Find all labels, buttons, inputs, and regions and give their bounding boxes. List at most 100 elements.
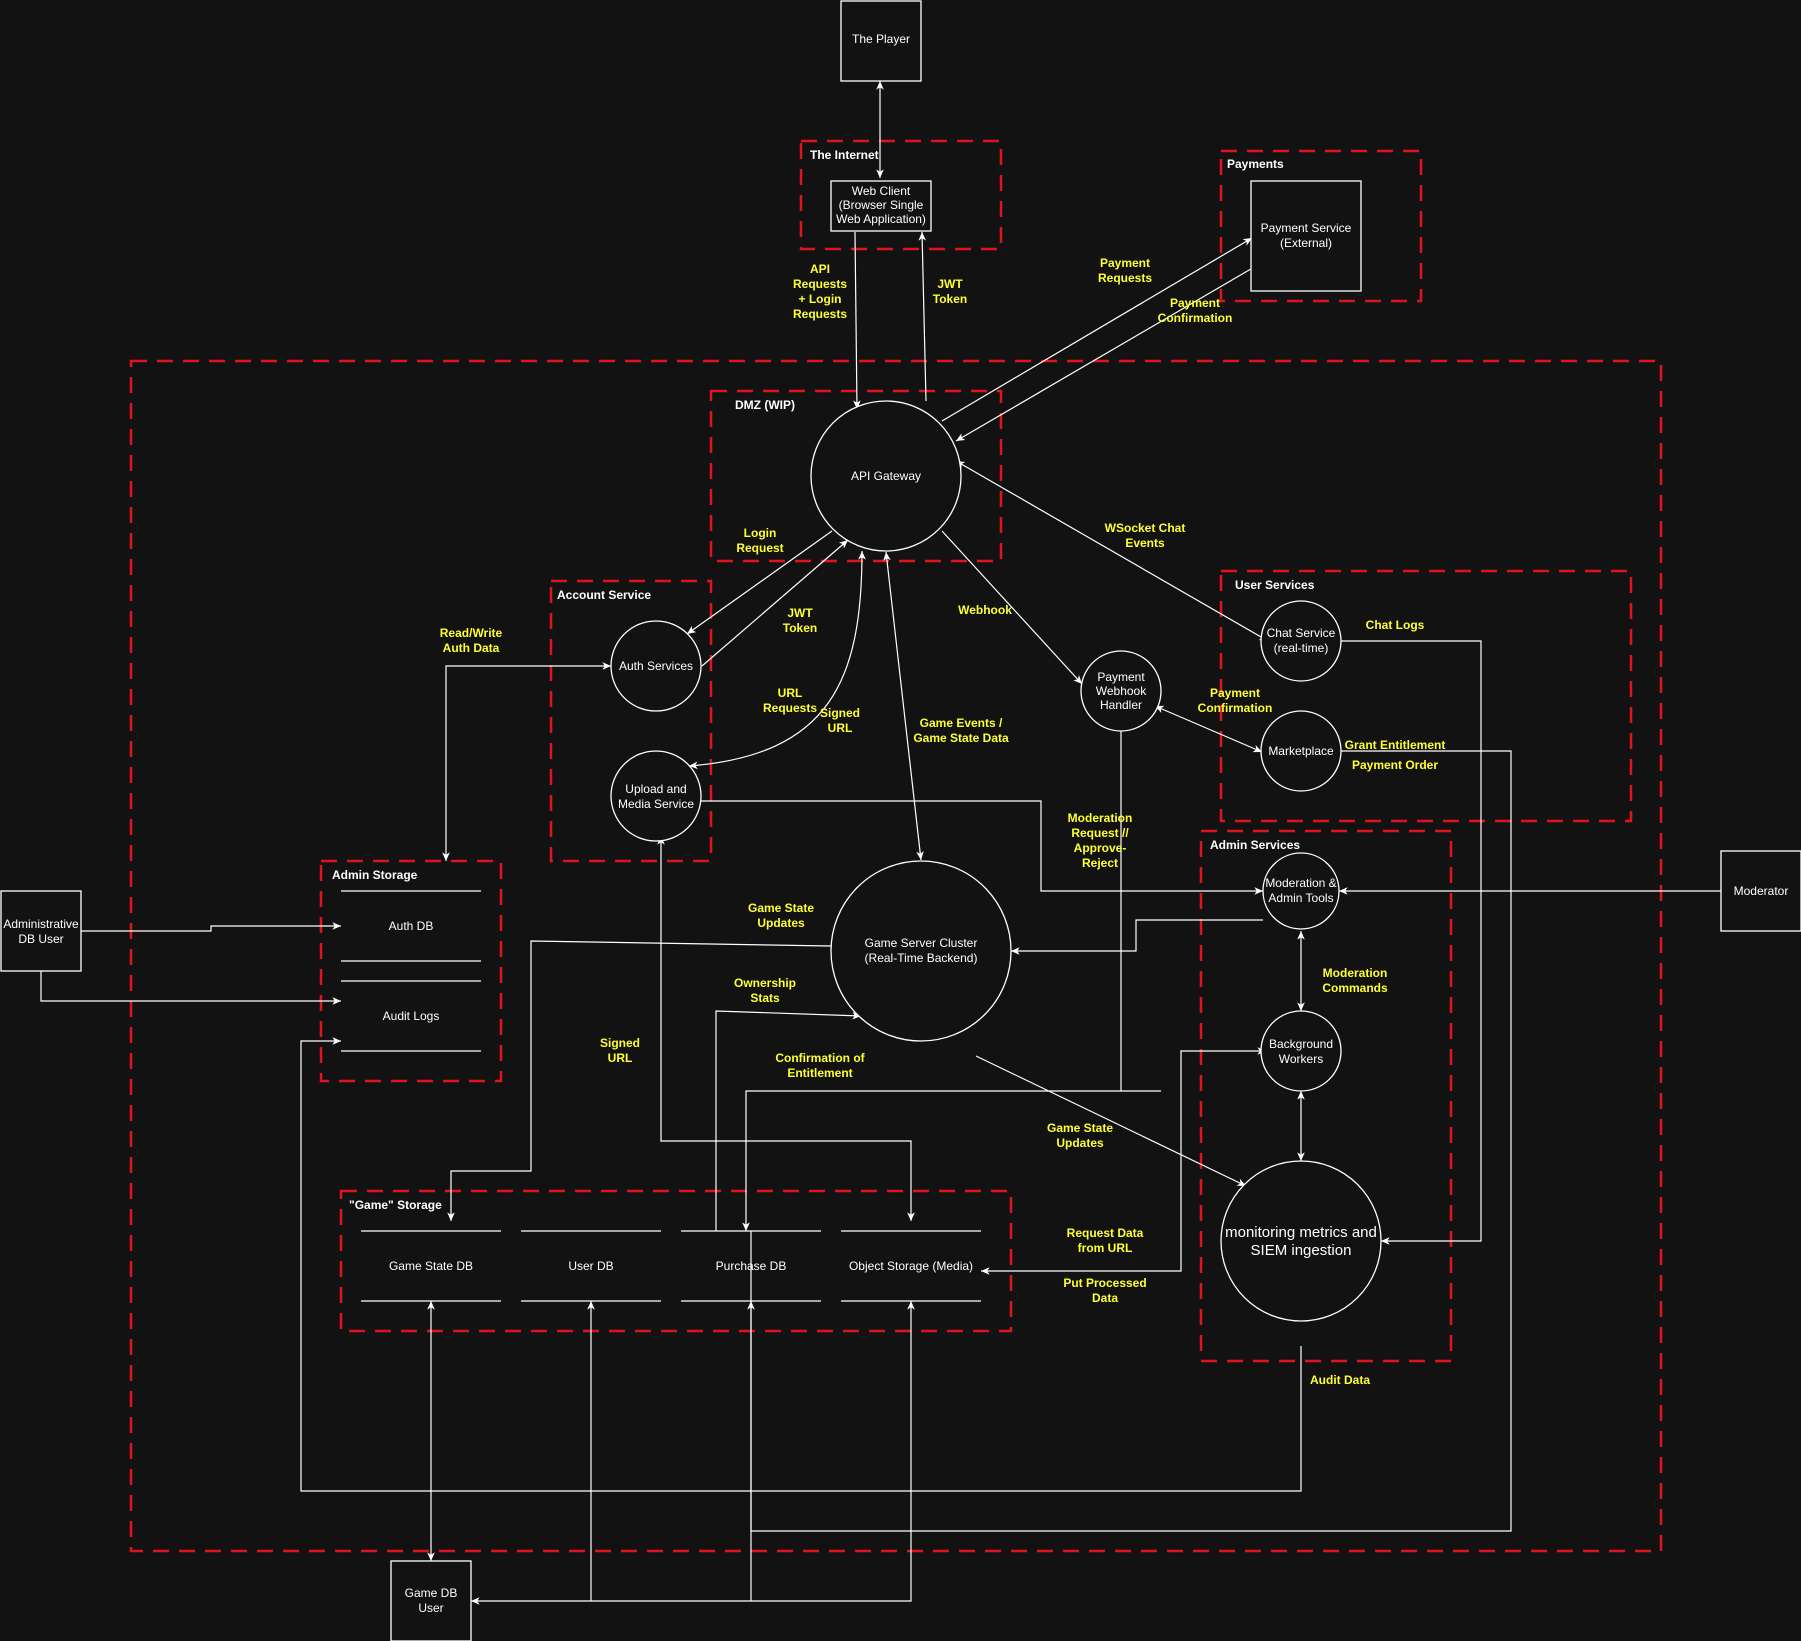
game-server-line2: (Real-Time Backend) <box>865 951 978 965</box>
background-workers-line2: Workers <box>1279 1052 1323 1066</box>
svg-text:Requests: Requests <box>1098 271 1152 285</box>
background-workers-line1: Background <box>1269 1037 1333 1051</box>
payment-service-box[interactable]: Payment Service (External) <box>1250 180 1362 292</box>
audit-logs-label: Audit Logs <box>383 1009 440 1023</box>
boundary-payments-title: Payments <box>1227 157 1284 171</box>
web-client-line2: (Browser Single <box>839 198 924 212</box>
flow-authdb-auth <box>442 662 611 861</box>
boundary-dmz-title: DMZ (WIP) <box>735 398 795 412</box>
flow-gateway-payment <box>941 237 1253 422</box>
label-confirmation-entitlement: Confirmation of Entitlement <box>775 1051 865 1080</box>
user-db-store[interactable]: User DB <box>521 1230 661 1302</box>
svg-text:Commands: Commands <box>1322 981 1388 995</box>
svg-text:Moderation: Moderation <box>1068 811 1133 825</box>
flow-gateway-webclient-jwt <box>918 231 927 402</box>
payment-service-line2: (External) <box>1280 236 1332 250</box>
svg-text:Token: Token <box>783 621 817 635</box>
entity-game-db-user-line1: Game DB <box>405 1586 458 1600</box>
label-game-state-updates-top: Game State Updates <box>748 901 814 930</box>
svg-text:Auth Data: Auth Data <box>443 641 500 655</box>
payment-webhook-line1: Payment <box>1097 670 1145 684</box>
svg-text:Signed: Signed <box>600 1036 640 1050</box>
svg-text:Request Data: Request Data <box>1067 1226 1144 1240</box>
purchase-db-store[interactable]: Purchase DB <box>681 1230 821 1302</box>
svg-text:Request: Request <box>736 541 783 555</box>
label-jwt-token-mid: JWT Token <box>783 606 817 635</box>
marketplace[interactable]: Marketplace <box>1260 710 1342 792</box>
label-payment-order: Payment Order <box>1352 758 1438 772</box>
entity-moderator[interactable]: Moderator <box>1720 850 1801 932</box>
svg-text:Reject: Reject <box>1082 856 1118 870</box>
svg-text:Updates: Updates <box>757 916 805 930</box>
flow-gateway-gameserver <box>883 551 924 861</box>
game-state-db-label: Game State DB <box>389 1259 473 1273</box>
game-state-db-store[interactable]: Game State DB <box>361 1230 501 1302</box>
auth-db-label: Auth DB <box>389 919 434 933</box>
label-moderation-request: Moderation Request // Approve- Reject <box>1068 811 1133 870</box>
label-moderation-commands: Moderation Commands <box>1322 966 1388 995</box>
object-storage-store[interactable]: Object Storage (Media) <box>841 1230 981 1302</box>
boundary-admin-storage-title: Admin Storage <box>332 868 418 882</box>
flow-chat-monitoring <box>1341 640 1482 1245</box>
entity-admin-db-user[interactable]: Administrative DB User <box>0 890 82 972</box>
label-game-events: Game Events / Game State Data <box>913 716 1009 745</box>
svg-text:Entitlement: Entitlement <box>787 1066 852 1080</box>
entity-game-db-user[interactable]: Game DB User <box>390 1560 472 1641</box>
monitoring-siem[interactable]: monitoring metrics and SIEM ingestion <box>1220 1160 1382 1322</box>
web-client-line1: Web Client <box>852 184 911 198</box>
svg-text:Token: Token <box>933 292 967 306</box>
audit-logs-store[interactable]: Audit Logs <box>341 980 481 1052</box>
entity-the-player[interactable]: The Player <box>840 0 922 82</box>
payment-webhook-handler[interactable]: Payment Webhook Handler <box>1080 650 1162 732</box>
processes: API Gateway Auth Services Upload and Med… <box>610 400 1382 1322</box>
entity-moderator-label: Moderator <box>1734 884 1789 898</box>
label-audit-data: Audit Data <box>1310 1373 1370 1387</box>
flow-webhook-purchasedb <box>742 731 1122 1231</box>
svg-text:Data: Data <box>1092 1291 1118 1305</box>
svg-text:Game State Data: Game State Data <box>913 731 1009 745</box>
svg-text:Requests: Requests <box>793 307 847 321</box>
boundary-payments <box>1219 149 1423 303</box>
entity-admin-db-user-line1: Administrative <box>3 917 79 931</box>
svg-text:API: API <box>810 262 830 276</box>
label-api-requests: API Requests + Login Requests <box>793 262 847 321</box>
svg-text:Moderation: Moderation <box>1323 966 1388 980</box>
upload-media-service[interactable]: Upload and Media Service <box>610 750 702 842</box>
api-gateway[interactable]: API Gateway <box>810 400 962 552</box>
game-server-line1: Game Server Cluster <box>865 936 978 950</box>
auth-services[interactable]: Auth Services <box>610 620 702 712</box>
flow-moderation-gameserver <box>1011 919 1263 955</box>
moderation-tools-line2: Admin Tools <box>1268 891 1333 905</box>
boundary-admin-services-title: Admin Services <box>1210 838 1300 852</box>
background-workers[interactable]: Background Workers <box>1260 1010 1342 1092</box>
upload-media-line2: Media Service <box>618 797 694 811</box>
purchase-db-label: Purchase DB <box>716 1259 787 1273</box>
payment-webhook-line2: Webhook <box>1096 684 1147 698</box>
label-webhook: Webhook <box>958 603 1012 617</box>
boundary-internet <box>799 139 1003 251</box>
auth-db-store[interactable]: Auth DB <box>341 890 481 962</box>
marketplace-label: Marketplace <box>1268 744 1334 758</box>
svg-text:JWT: JWT <box>937 277 963 291</box>
moderation-admin-tools[interactable]: Moderation & Admin Tools <box>1262 852 1340 930</box>
flow-labels: API Requests + Login Requests JWT Token … <box>440 256 1446 1387</box>
flow-admin-authdb <box>81 922 341 932</box>
moderation-tools-line1: Moderation & <box>1265 876 1336 890</box>
label-url-requests: URL Requests <box>763 686 817 715</box>
boundary-admin-storage <box>319 859 503 1083</box>
web-client-box[interactable]: Web Client (Browser Single Web Applicati… <box>830 180 932 232</box>
svg-text:+ Login: + Login <box>799 292 842 306</box>
svg-text:from URL: from URL <box>1078 1241 1133 1255</box>
game-server-cluster[interactable]: Game Server Cluster (Real-Time Backend) <box>830 860 1012 1042</box>
flow-webclient-gateway <box>853 231 861 410</box>
upload-media-line1: Upload and <box>625 782 686 796</box>
connectors <box>40 81 1721 1605</box>
label-ownership-stats: Ownership Stats <box>734 976 796 1005</box>
flow-payment-gateway <box>955 258 1269 442</box>
object-storage-label: Object Storage (Media) <box>849 1259 973 1273</box>
payment-service-line1: Payment Service <box>1261 221 1352 235</box>
svg-text:Signed: Signed <box>820 706 860 720</box>
flow-workers-objectstorage <box>981 1047 1266 1275</box>
chat-service[interactable]: Chat Service (real-time) <box>1260 600 1342 682</box>
